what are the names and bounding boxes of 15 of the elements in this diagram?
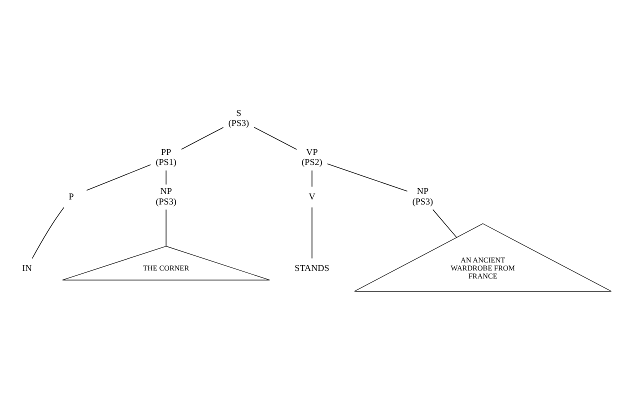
connector <box>181 127 224 150</box>
node-text: NP (PS3) <box>156 186 176 206</box>
node-text: VP (PS2) <box>302 146 322 168</box>
node-text: P <box>68 191 74 202</box>
node-text: NP (PS3) <box>412 186 434 206</box>
connector <box>254 126 297 150</box>
connector <box>86 164 151 191</box>
node-text: PP (PS1) <box>156 146 176 168</box>
node-text: IN <box>22 262 32 273</box>
connector <box>432 209 457 238</box>
connector <box>32 207 64 259</box>
node-text: S (PS3) <box>228 108 250 128</box>
node-text: V <box>308 191 316 202</box>
node-text: STANDS <box>294 262 330 273</box>
connector <box>327 163 408 192</box>
